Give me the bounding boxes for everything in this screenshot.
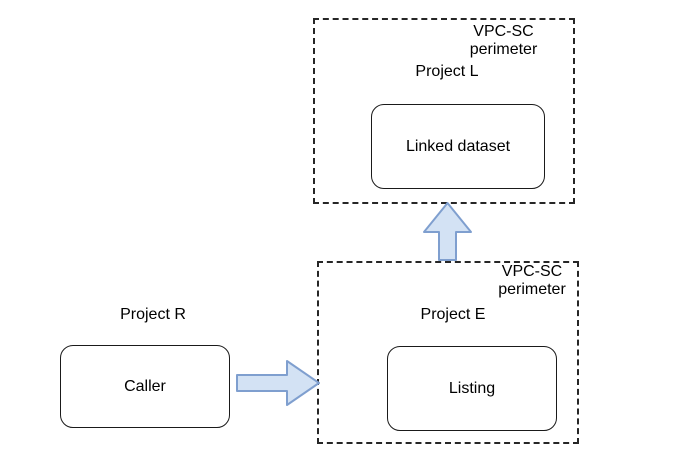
listing-node: Listing: [387, 346, 557, 431]
perimeter-top-label-line2: perimeter: [469, 41, 538, 58]
right-arrow-shape: [236, 360, 320, 406]
caller-node-label: Caller: [124, 377, 166, 395]
linked-dataset-node-label: Linked dataset: [405, 137, 511, 155]
project-e-label: Project E: [420, 306, 486, 323]
listing-node-label: Listing: [448, 379, 496, 397]
vpc-sc-perimeter-top-label: VPC-SC perimeter: [433, 23, 574, 59]
vpc-sc-perimeter-bottom-label: VPC-SC perimeter: [462, 263, 602, 299]
vpc-sc-perimeter-top-box: [313, 18, 575, 204]
right-arrow-icon: [236, 360, 320, 406]
up-arrow-shape: [423, 202, 472, 261]
caller-node: Caller: [60, 345, 230, 428]
perimeter-bottom-label-line1: VPC-SC: [501, 263, 563, 280]
project-r-label: Project R: [120, 306, 186, 323]
linked-dataset-node: Linked dataset: [371, 104, 545, 189]
perimeter-bottom-label-line2: perimeter: [498, 281, 566, 298]
perimeter-top-label-line1: VPC-SC: [473, 23, 534, 40]
project-l-label: Project L: [415, 63, 479, 80]
up-arrow-icon: [423, 202, 472, 261]
vpc-sc-perimeter-bottom-box: [317, 261, 579, 444]
